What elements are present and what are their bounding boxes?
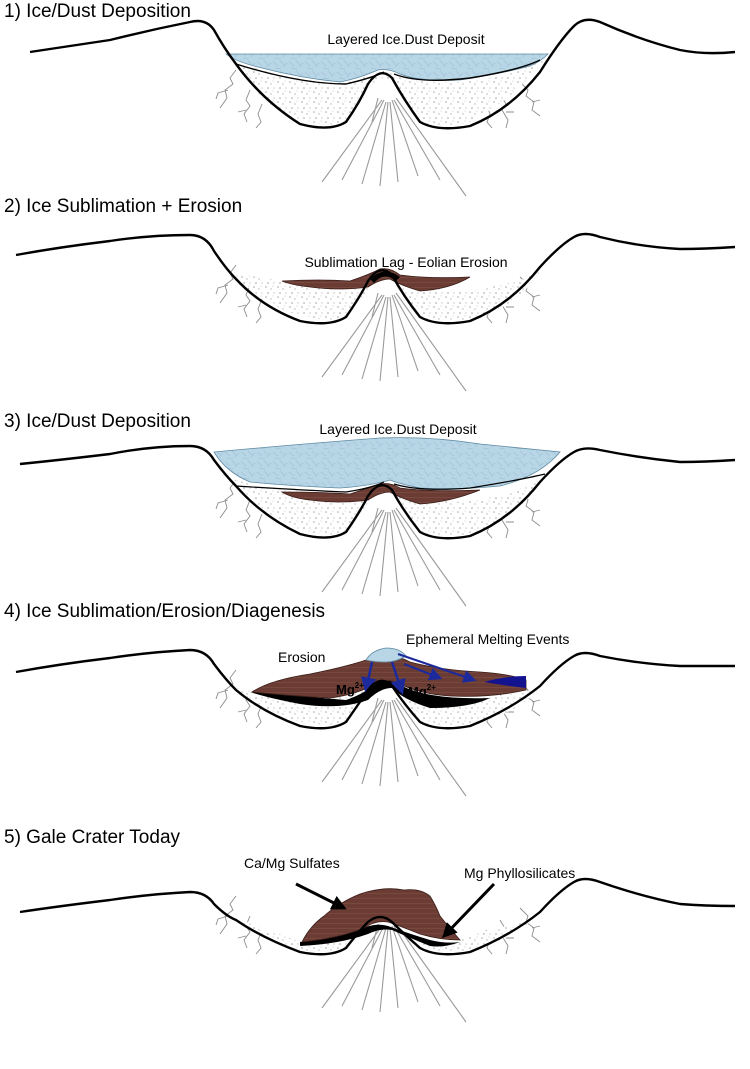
crater-profile [19, 444, 736, 540]
panel-5: 5) Gale Crater Today Ca/Mg Sulfates Mg P… [4, 827, 736, 1023]
crater-fill-deposit-right [420, 922, 530, 954]
phyllosilicates-pointer-arrow [441, 882, 496, 939]
panel-2-label-lag: Sublimation Lag - Eolian Erosion [304, 254, 507, 270]
meltwater-pond [484, 676, 526, 688]
crater-profile [15, 232, 736, 325]
crater-profile [15, 648, 735, 730]
panel-4-title: 4) Ice Sublimation/Erosion/Diagenesis [4, 601, 325, 622]
panel-4-label-melting: Ephemeral Melting Events [406, 631, 569, 647]
crater-fill-deposit [232, 476, 545, 538]
panel-1-title: 1) Ice/Dust Deposition [4, 1, 191, 22]
panel-3: 3) Ice/Dust Deposition Layered Ice.Dust … [4, 411, 736, 607]
crater-fill-deposit [232, 58, 545, 128]
melt-flow-arrow [397, 652, 477, 683]
infiltration-arrow-3 [403, 662, 443, 681]
panel-1: 1) Ice/Dust Deposition Layered Ice.Dust … [4, 1, 736, 197]
buried-lag-layer [280, 483, 481, 505]
panel-3-title: 3) Ice/Dust Deposition [4, 411, 191, 432]
panel-5-label-phyllosilicates: Mg Phyllosilicates [464, 865, 575, 881]
panel-5-label-sulfates: Ca/Mg Sulfates [244, 855, 340, 871]
panel-3-label-deposit: Layered Ice.Dust Deposit [319, 421, 476, 437]
crater-profile [19, 877, 736, 956]
infiltration-arrow-1 [360, 661, 377, 694]
mg-ion-right: Mg2+ [408, 683, 436, 699]
panel-2-title: 2) Ice Sublimation + Erosion [4, 196, 242, 217]
mg-ion-left: Mg2+ [336, 681, 364, 697]
layered-ice-dust-deposit [224, 53, 549, 83]
sulfate-mound [301, 888, 461, 943]
crater-fill-deposit [232, 271, 540, 323]
panel-1-label-deposit: Layered Ice.Dust Deposit [327, 31, 484, 47]
crater-fill-deposit [236, 920, 362, 955]
panel-2: 2) Ice Sublimation + Erosion Sublimation… [4, 196, 736, 392]
sulfates-pointer-arrow [295, 882, 347, 910]
panel-5-title: 5) Gale Crater Today [4, 827, 181, 848]
crater-fill-deposit [236, 682, 540, 728]
phyllosilicate-layer [300, 924, 460, 947]
phyllosilicate-base-layer [250, 680, 490, 708]
panel-4-label-erosion: Erosion [278, 649, 325, 665]
panel-4: 4) Ice Sublimation/Erosion/Diagenesis Mg… [4, 601, 735, 797]
infiltration-arrow-2 [390, 661, 406, 695]
